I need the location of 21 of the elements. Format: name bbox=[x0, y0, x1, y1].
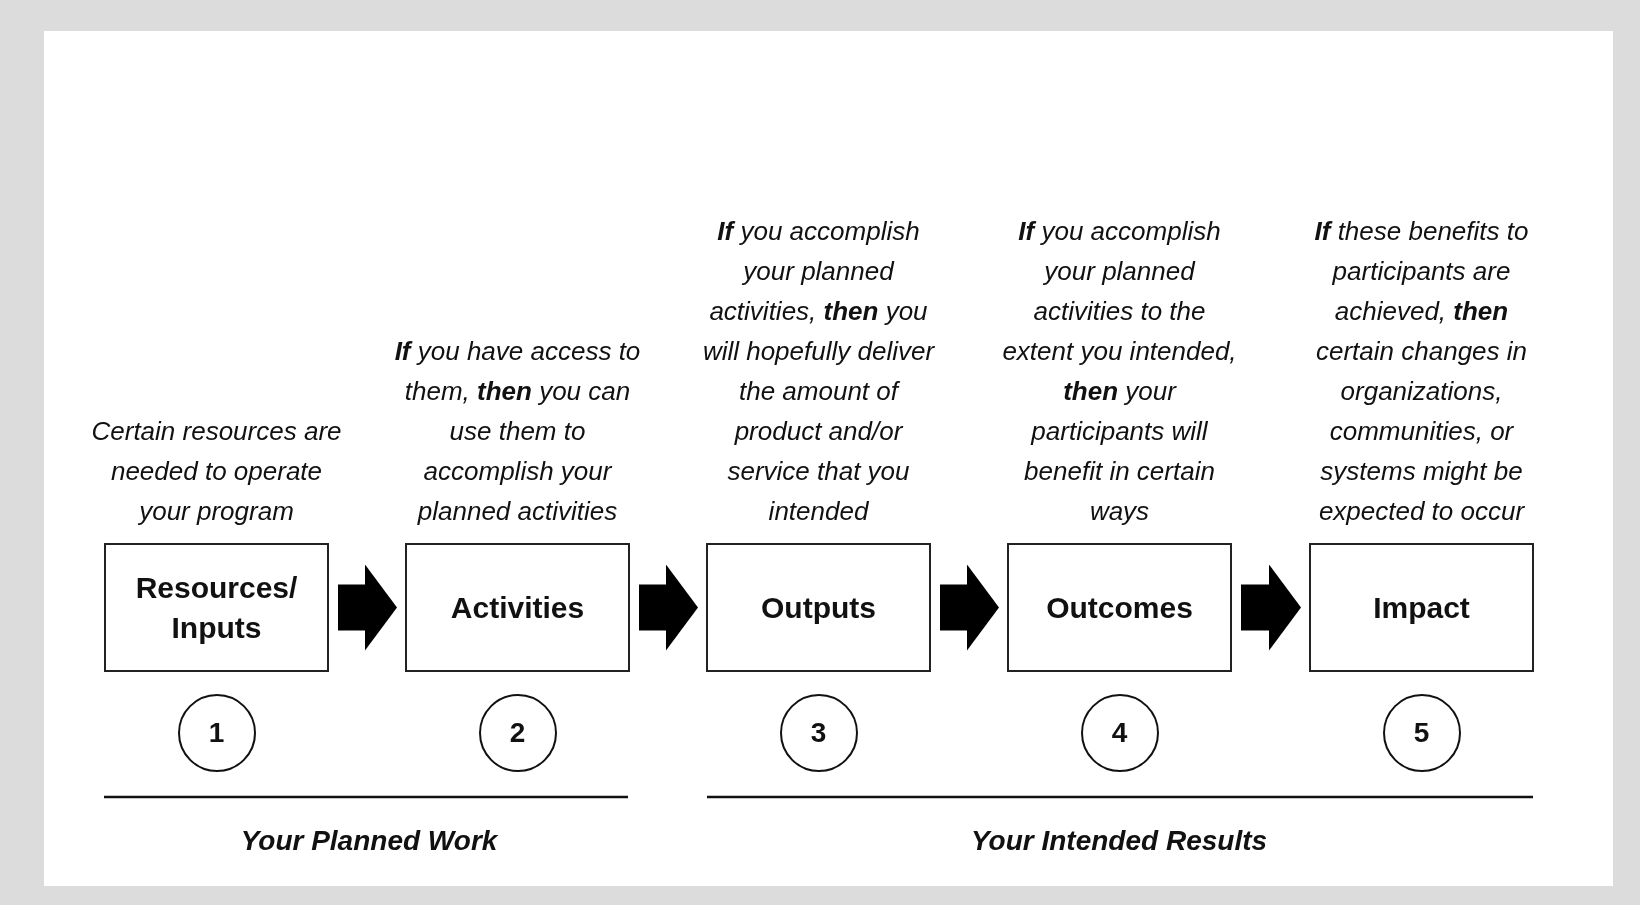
description-text: If you accomplish your planned activities to the extent you intended, then your participants will benefit in certain ways bbox=[1001, 215, 1238, 528]
box-label: Activities bbox=[449, 589, 586, 626]
section-label: Your Planned Work bbox=[240, 825, 498, 857]
description-text: If you accomplish your planned activities, then you will hopefully deliver the amount of product and/or service that you intended bbox=[701, 215, 936, 528]
description-text: If these benefits to participants are achieved, then certain changes in organizations, communities, or systems might be expected to occur bbox=[1313, 215, 1530, 528]
description-text: Certain resources are needed to operate your program bbox=[91, 415, 342, 528]
step-number: 2 bbox=[509, 717, 526, 749]
box-label: Resources/ Inputs bbox=[134, 569, 299, 646]
block-arrow bbox=[639, 564, 698, 651]
block-arrow bbox=[940, 564, 999, 651]
step-number: 3 bbox=[810, 717, 827, 749]
section-label: Your Intended Results bbox=[970, 825, 1268, 857]
box-label: Impact bbox=[1372, 589, 1471, 626]
step-number: 4 bbox=[1111, 717, 1128, 749]
block-arrow bbox=[1241, 564, 1301, 651]
step-number: 5 bbox=[1413, 717, 1430, 749]
step-number: 1 bbox=[208, 717, 225, 749]
box-label: Outputs bbox=[760, 589, 877, 626]
box-label: Outcomes bbox=[1045, 589, 1194, 626]
description-text: If you have access to them, then you can use them to accomplish your planned activities bbox=[393, 335, 642, 528]
block-arrow bbox=[338, 564, 397, 651]
